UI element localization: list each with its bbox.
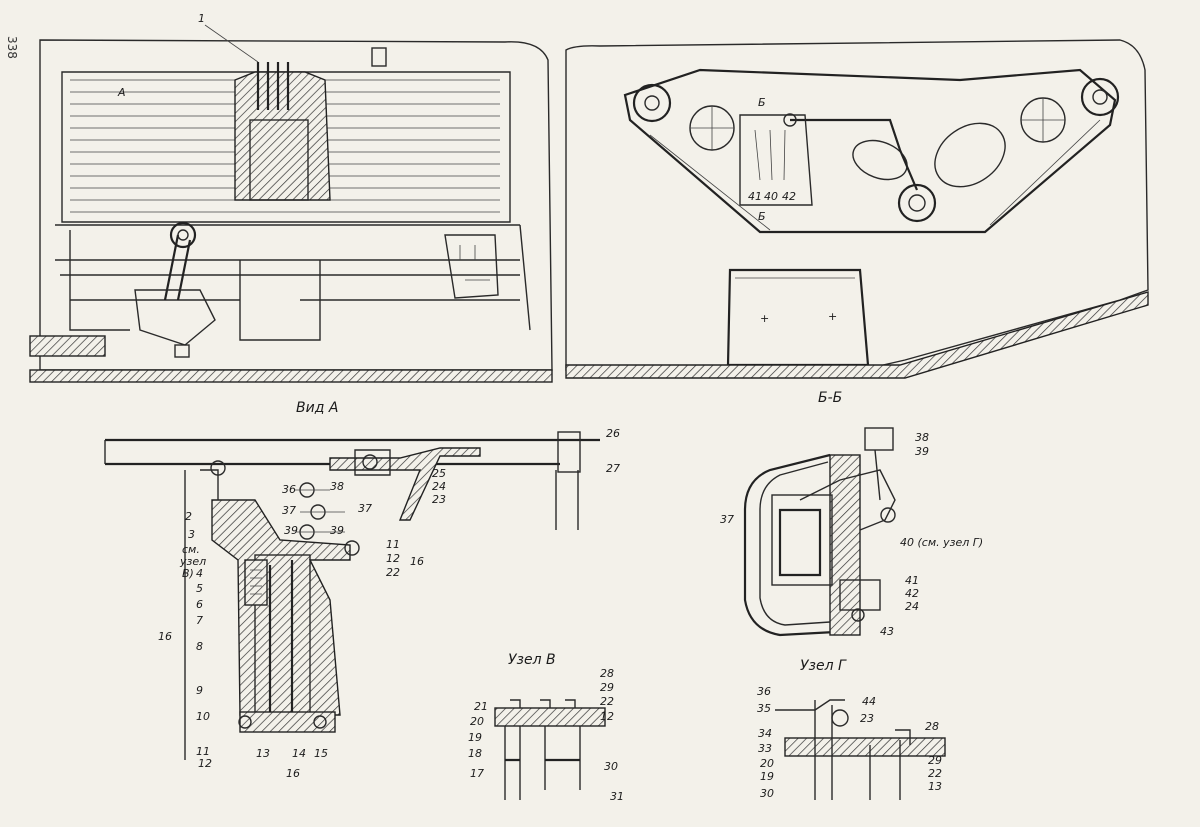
label-1: 1 (198, 12, 205, 25)
caption-section-bb: Б-Б (818, 390, 842, 406)
callout-label: узел (179, 555, 206, 568)
callout-label: 12 (386, 552, 400, 565)
callout-label: 39 (915, 445, 929, 458)
callout-label: 5 (196, 582, 203, 595)
callout-label: 20 (470, 715, 484, 728)
view-a-labels: 2 3 см. узел В) 4 5 6 7 8 9 10 11 12 16 … (158, 427, 620, 780)
callout-label: 22 (386, 566, 400, 579)
callout-label: В) (182, 567, 194, 580)
callout-label: 10 (196, 710, 210, 723)
callout-label: 3 (188, 528, 195, 541)
callout-label: 25 (432, 467, 446, 480)
callout-label: 26 (606, 427, 620, 440)
callout-label: 14 (292, 747, 306, 760)
callout-label: 41 (905, 574, 919, 587)
callout-label: 39 (284, 524, 298, 537)
label-41: 41 (748, 190, 762, 203)
label-40: 40 (764, 190, 778, 203)
callout-label: 28 (600, 667, 614, 680)
callout-label: 29 (600, 681, 614, 694)
label-b-top: Б (758, 96, 766, 109)
callout-label: 8 (196, 640, 203, 653)
callout-label: 23 (860, 712, 874, 725)
callout-label: 18 (468, 747, 482, 760)
callout-label: 13 (928, 780, 942, 793)
label-42: 42 (782, 190, 796, 203)
callout-label: 4 (196, 567, 203, 580)
callout-label: 36 (282, 483, 296, 496)
node-v-drawing (494, 699, 606, 800)
callout-label: 29 (928, 754, 942, 767)
callout-label: 17 (470, 767, 484, 780)
callout-label: 35 (757, 702, 771, 715)
callout-label: 6 (196, 598, 203, 611)
view-a-drawing (104, 431, 600, 760)
callout-label: 30 (760, 787, 774, 800)
callout-label: 37 (358, 502, 372, 515)
callout-label: 27 (606, 462, 620, 475)
callout-label: 12 (600, 710, 614, 723)
caption-node-g: Узел Г (800, 658, 847, 674)
callout-label: 37 (282, 504, 296, 517)
page-number: 338 (5, 36, 19, 59)
callout-label: 11 (386, 538, 400, 551)
top-left-view: 1 А (29, 12, 553, 383)
label-a: А (117, 86, 126, 99)
callout-label: 30 (604, 760, 618, 773)
callout-label: 38 (330, 480, 344, 493)
callout-label: 23 (432, 493, 446, 506)
callout-label: 16 (158, 630, 172, 643)
view-a-body (211, 499, 351, 716)
callout-label: 19 (760, 770, 774, 783)
callout-label: 20 (760, 757, 774, 770)
callout-label: 28 (925, 720, 939, 733)
callout-label: 7 (196, 614, 203, 627)
callout-label: 38 (915, 431, 929, 444)
caption-view-a: Вид А (296, 400, 338, 416)
callout-label: 16 (410, 555, 424, 568)
callout-label: 16 (286, 767, 300, 780)
callout-label: 19 (468, 731, 482, 744)
callout-label: 39 (330, 524, 344, 537)
callout-label: 44 (862, 695, 876, 708)
section-bb-drawing (743, 427, 896, 637)
callout-label: 36 (757, 685, 771, 698)
callout-label: 2 (185, 510, 192, 523)
top-right-view: Б Б 41 40 42 + + (565, 39, 1149, 379)
center-housing (234, 71, 331, 201)
callout-label: 9 (196, 684, 203, 697)
callout-label: 34 (758, 727, 772, 740)
callout-label: 22 (928, 767, 942, 780)
node-g-drawing (775, 699, 946, 800)
callout-label: 31 (610, 790, 624, 803)
svg-text:+: + (760, 312, 769, 325)
callout-label: 15 (314, 747, 328, 760)
callout-label: 21 (474, 700, 488, 713)
callout-label: 33 (758, 742, 772, 755)
callout-label: 13 (256, 747, 270, 760)
caption-node-v: Узел В (508, 652, 556, 668)
callout-label: см. (182, 543, 200, 556)
label-b-bottom: Б (758, 210, 766, 223)
svg-text:+: + (828, 310, 837, 323)
section-bb-labels: 38 39 37 40 (см. узел Г) 41 42 24 43 (720, 431, 983, 638)
callout-label: 40 (см. узел Г) (900, 536, 983, 549)
callout-label: 22 (600, 695, 614, 708)
node-g-labels: 36 35 34 33 20 19 30 44 23 28 29 22 13 (757, 685, 942, 800)
callout-label: 37 (720, 513, 734, 526)
callout-label: 11 (196, 745, 210, 758)
callout-label: 42 (905, 587, 919, 600)
node-v-labels: 28 29 22 12 21 20 19 18 17 30 31 (468, 667, 624, 803)
callout-label: 24 (432, 480, 446, 493)
callout-label: 43 (880, 625, 894, 638)
callout-label: 24 (905, 600, 919, 613)
callout-label: 12 (198, 757, 212, 770)
